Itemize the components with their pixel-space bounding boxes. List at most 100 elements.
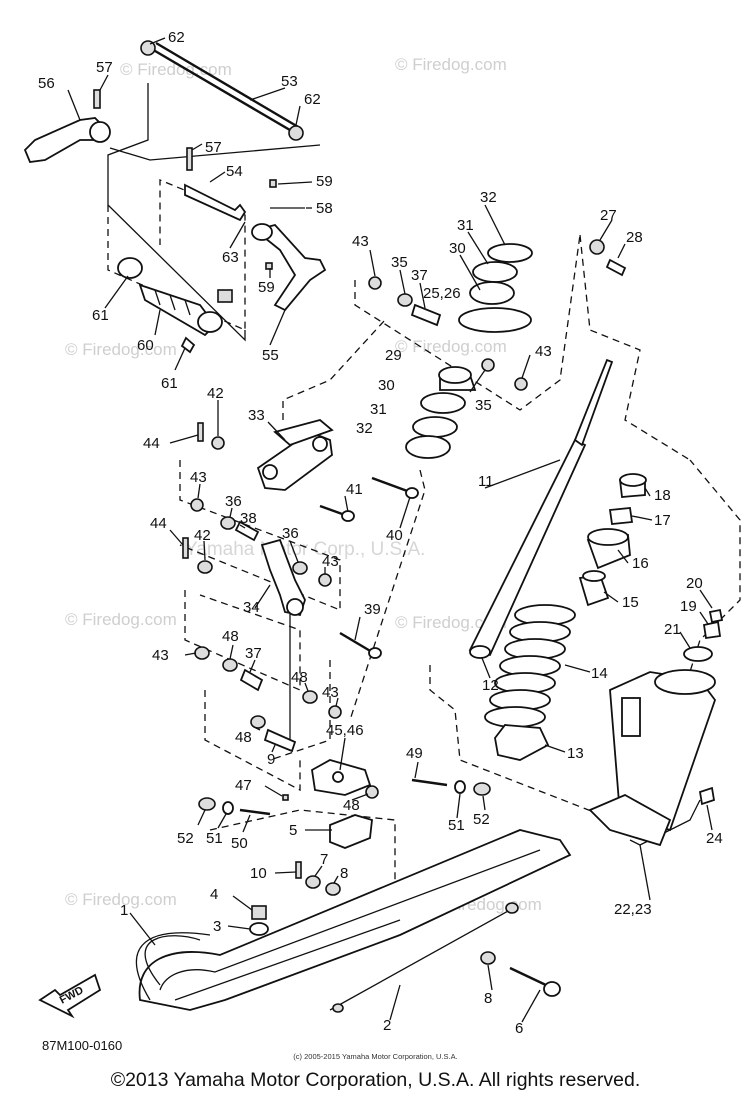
screw-24 — [698, 786, 716, 806]
callout-15: 15 — [622, 594, 639, 611]
bushing-35 — [397, 293, 413, 307]
watermark: © Firedog.com — [395, 55, 507, 74]
callout-37: 37 — [411, 267, 428, 284]
callout-29: 29 — [385, 347, 402, 364]
rod-11 — [573, 358, 614, 447]
washer-51 — [222, 801, 234, 815]
footer-copyright: ©2013 Yamaha Motor Corporation, U.S.A. A… — [110, 1069, 641, 1091]
collar-37 — [410, 303, 442, 327]
callouts: 62 62 56 57 53 57 54 59 58 63 59 61 60 6… — [38, 29, 723, 1037]
callout-7: 7 — [320, 851, 328, 868]
center-watermark: Yamaha Motor Corp., U.S.A. — [185, 539, 425, 560]
callout-13: 13 — [567, 745, 584, 762]
callout-22-23: 22,23 — [614, 901, 652, 918]
bushing-48 — [222, 658, 238, 672]
callout-52: 52 — [473, 811, 490, 828]
callout-30: 30 — [378, 377, 395, 394]
bolt-50 — [239, 808, 271, 816]
forward-arrow: FWD — [38, 973, 102, 1019]
callout-43: 43 — [352, 233, 369, 250]
cap-20 — [708, 608, 724, 624]
callout-48: 48 — [343, 797, 360, 814]
stopper-13 — [494, 724, 550, 761]
callout-39: 39 — [364, 601, 381, 618]
cap — [217, 289, 233, 303]
small-copyright: (c) 2005-2015 Yamaha Motor Corporation, … — [293, 1052, 458, 1061]
callout-33: 33 — [248, 407, 265, 424]
callout-32: 32 — [480, 189, 497, 206]
bushing-43 — [190, 498, 204, 512]
callout-43: 43 — [190, 469, 207, 486]
callout-62: 62 — [168, 29, 185, 46]
callout-50: 50 — [231, 835, 248, 852]
callout-52: 52 — [177, 830, 194, 847]
fitting-28 — [605, 258, 627, 277]
callout-62: 62 — [304, 91, 321, 108]
watermark: © Firedog.com — [65, 890, 177, 909]
callout-43: 43 — [535, 343, 552, 360]
callout-37: 37 — [245, 645, 262, 662]
nut-27 — [589, 239, 605, 255]
nut-47 — [282, 794, 289, 801]
block-5 — [329, 814, 373, 849]
callout-51: 51 — [448, 817, 465, 834]
cap-52 — [198, 797, 216, 811]
bolt-40 — [371, 476, 411, 494]
callout-18: 18 — [654, 487, 671, 504]
washer-51 — [454, 780, 466, 794]
callout-27: 27 — [600, 207, 617, 224]
callout-53: 53 — [281, 73, 298, 90]
bushing-42 — [197, 560, 213, 574]
nut-8 — [480, 951, 496, 965]
collar-36 — [292, 561, 308, 575]
shaft-9 — [263, 728, 297, 753]
callout-31: 31 — [370, 401, 387, 418]
clamp-61 — [117, 257, 143, 279]
callout-58: 58 — [316, 200, 333, 217]
callout-44: 44 — [143, 435, 160, 452]
nut-59 — [265, 262, 273, 270]
bushing-48 — [365, 785, 379, 799]
callout-57: 57 — [96, 59, 113, 76]
callout-16: 16 — [632, 555, 649, 572]
callout-54: 54 — [226, 163, 243, 180]
callout-41: 41 — [346, 481, 363, 498]
callout-48: 48 — [291, 669, 308, 686]
callout-35: 35 — [391, 254, 408, 271]
bolt-6 — [509, 966, 549, 988]
pin-44 — [197, 422, 204, 442]
watermark: © Firedog.com — [395, 613, 507, 632]
callout-34: 34 — [243, 599, 260, 616]
watermark: © Firedog.com — [65, 340, 177, 359]
callout-49: 49 — [406, 745, 423, 762]
pin-10 — [295, 861, 302, 879]
bushing-48 — [250, 715, 266, 729]
callout-3: 3 — [213, 918, 221, 935]
nut-8 — [325, 882, 341, 896]
plate-25-26 — [458, 307, 532, 333]
collar-17 — [608, 507, 634, 525]
screw-61 — [180, 336, 196, 354]
callout-43: 43 — [322, 684, 339, 701]
callout-36: 36 — [282, 525, 299, 542]
watermark: © Firedog.com — [120, 60, 232, 79]
parts-drawings: FWD — [23, 40, 724, 1019]
collar-37 — [239, 668, 264, 692]
callout-61: 61 — [161, 375, 178, 392]
spring-14 — [484, 604, 576, 728]
callout-35: 35 — [475, 397, 492, 414]
callout-55: 55 — [262, 347, 279, 364]
callout-48: 48 — [235, 729, 252, 746]
callout-56: 56 — [38, 75, 55, 92]
callout-28: 28 — [626, 229, 643, 246]
callout-19: 19 — [680, 598, 697, 615]
callout-24: 24 — [706, 830, 723, 847]
bushing-35 — [481, 358, 495, 372]
bushing-48 — [302, 690, 318, 704]
callout-5: 5 — [289, 822, 297, 839]
bracket — [621, 697, 641, 737]
bushing-43 — [328, 705, 342, 719]
callout-51: 51 — [206, 830, 223, 847]
callout-21: 21 — [664, 621, 681, 638]
collar-36 — [220, 516, 236, 530]
